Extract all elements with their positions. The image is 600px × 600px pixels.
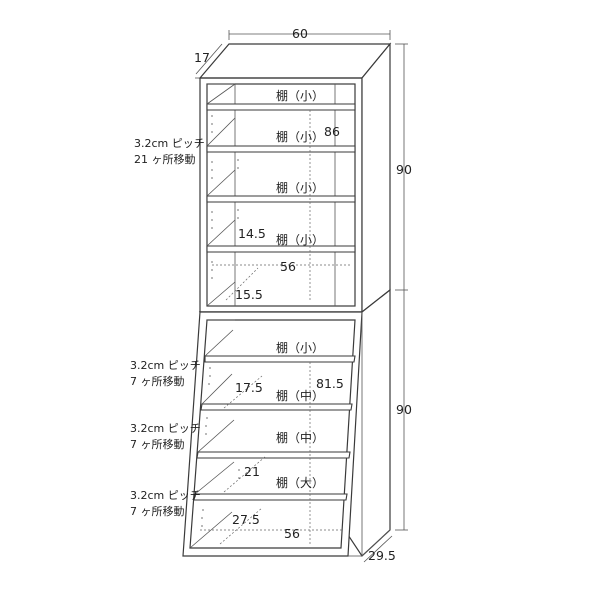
note-3-line-2: 7 ヶ所移動 bbox=[130, 437, 185, 451]
lower-front-frame bbox=[182, 311, 363, 557]
lower-shelf-depth-label-2: 21 bbox=[244, 464, 260, 479]
shelf-2-edge bbox=[206, 117, 236, 147]
note-1-line-1: 3.2cm ピッチ bbox=[134, 137, 205, 150]
upper-shelves bbox=[206, 83, 356, 307]
shelf-6-edge bbox=[201, 373, 233, 405]
lower-bottom-edge bbox=[189, 511, 233, 549]
height-dimension bbox=[395, 43, 408, 531]
upper-bottom-depth-line bbox=[225, 267, 259, 301]
lower-bottom-depth-label: 27.5 bbox=[232, 512, 260, 527]
note-3-line-1: 3.2cm ピッチ bbox=[130, 422, 201, 435]
width-dimension bbox=[228, 30, 391, 40]
shelf-4-edge bbox=[206, 219, 236, 247]
shelf-8 bbox=[193, 493, 348, 501]
upper-side-panel bbox=[361, 42, 391, 314]
shelf-2 bbox=[206, 145, 356, 153]
upper-shelf-depth-label: 14.5 bbox=[238, 226, 266, 241]
note-2-line-2: 7 ヶ所移動 bbox=[130, 374, 185, 388]
shelf-1-edge bbox=[206, 83, 236, 105]
lower-inner-opening bbox=[189, 319, 356, 549]
shelf-3-label: 棚（小） bbox=[276, 180, 324, 195]
shelf-4-label: 棚（小） bbox=[276, 232, 324, 247]
bottom-depth-label: 29.5 bbox=[368, 548, 396, 563]
shelf-7 bbox=[196, 451, 351, 459]
upper-height-label: 90 bbox=[396, 162, 412, 177]
depth-top-dimension bbox=[195, 43, 223, 79]
top-width-label: 60 bbox=[292, 26, 308, 41]
upper-front-frame bbox=[199, 77, 363, 313]
shelf-1 bbox=[206, 103, 356, 111]
shelf-5-label: 棚（小） bbox=[276, 340, 324, 355]
shelf-8-label: 棚（大） bbox=[276, 475, 324, 490]
lower-bottom-depth-line bbox=[219, 507, 263, 545]
shelf-3-edge bbox=[206, 169, 236, 197]
lower-shelf-depth-line-1 bbox=[223, 375, 263, 409]
upper-inner-opening bbox=[206, 83, 356, 307]
shelf-4 bbox=[206, 245, 356, 253]
top-depth-label: 17 bbox=[194, 50, 210, 65]
note-4-line-2: 7 ヶ所移動 bbox=[130, 504, 185, 518]
note-4-line-1: 3.2cm ピッチ bbox=[130, 489, 201, 502]
lower-shelves bbox=[189, 329, 356, 549]
note-1-line-2: 21 ヶ所移動 bbox=[134, 152, 196, 166]
shelf-1-label: 棚（小） bbox=[276, 88, 324, 103]
upper-bottom-depth-label: 15.5 bbox=[235, 287, 263, 302]
lower-shelf-depth-line-2 bbox=[223, 455, 267, 493]
upper-inner-width-label: 56 bbox=[280, 259, 296, 274]
lower-shelf-depth-label-1: 17.5 bbox=[235, 380, 263, 395]
shelf-2-label: 棚（小） bbox=[276, 129, 324, 144]
upper-bottom-edge bbox=[206, 281, 236, 307]
lower-base-side bbox=[361, 529, 391, 557]
depth-bottom-dimension bbox=[363, 535, 393, 563]
shelf-6-label: 棚（中） bbox=[276, 388, 324, 403]
shelf-5-edge bbox=[204, 329, 234, 357]
shelf-5 bbox=[204, 355, 356, 363]
shelf-6 bbox=[200, 403, 353, 411]
shelf-7-edge bbox=[197, 419, 235, 453]
note-2-line-1: 3.2cm ピッチ bbox=[130, 359, 201, 372]
upper-top-face bbox=[198, 43, 392, 79]
upper-inner-height-label: 86 bbox=[324, 124, 340, 139]
upper-pin-holes bbox=[211, 115, 239, 279]
lower-inner-height-label: 81.5 bbox=[316, 376, 344, 391]
shelf-3 bbox=[206, 195, 356, 203]
lower-height-label: 90 bbox=[396, 402, 412, 417]
shelf-7-label: 棚（中） bbox=[276, 430, 324, 445]
lower-inner-width-label: 56 bbox=[284, 526, 300, 541]
shelf-8-edge bbox=[194, 461, 235, 495]
